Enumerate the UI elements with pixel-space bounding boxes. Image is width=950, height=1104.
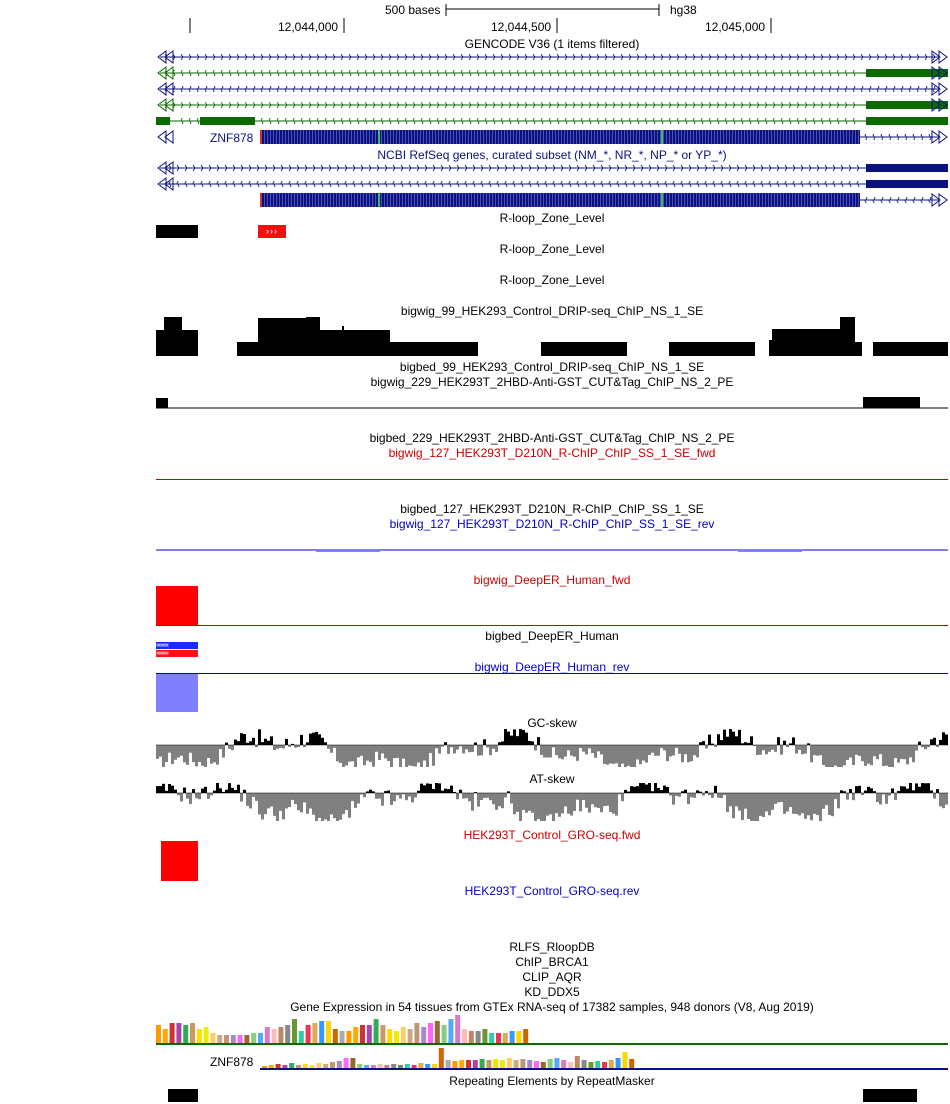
deeper-fwd-baseline[interactable]: [156, 625, 948, 626]
ruler-tick-2: 12,044,500: [491, 20, 552, 34]
gro-fwd-peak[interactable]: [161, 841, 198, 881]
scale-bar-label: 500 bases: [385, 3, 441, 17]
ruler-tick-3: 12,045,000: [705, 20, 766, 34]
gc-skew-signal[interactable]: [0, 0, 950, 780]
drip-bigwig-signal[interactable]: [0, 0, 950, 360]
track-title-rloop-zone-2[interactable]: R-loop_Zone_Level: [499, 242, 605, 256]
track-title-rlfs[interactable]: RLFS_RloopDB: [509, 940, 595, 954]
track-title-rloop-zone-1[interactable]: R-loop_Zone_Level: [499, 211, 605, 225]
gtex-expression-bars[interactable]: [0, 0, 950, 1080]
track-title-rchip-bigbed[interactable]: bigbed_127_HEK293T_D210N_R-ChIP_ChIP_SS_…: [400, 502, 704, 516]
deeper-bigbed-fwd-block[interactable]: ›››››››››: [156, 650, 198, 657]
ruler-tick-1: 12,044,000: [278, 20, 339, 34]
track-title-gro-fwd[interactable]: HEK293T_Control_GRO-seq.fwd: [463, 828, 641, 842]
track-title-gencode[interactable]: GENCODE V36 (1 items filtered): [464, 37, 640, 51]
track-title-refseq[interactable]: NCBI RefSeq genes, curated subset (NM_*,…: [377, 148, 727, 162]
gencode-transcripts[interactable]: [0, 0, 950, 207]
gene-label-znf878[interactable]: ZNF878: [210, 131, 254, 145]
track-title-gtex[interactable]: Gene Expression in 54 tissues from GTEx …: [290, 1000, 814, 1014]
track-title-rchip-rev[interactable]: bigwig_127_HEK293T_D210N_R-ChIP_ChIP_SS_…: [389, 517, 715, 531]
at-skew-signal[interactable]: [0, 0, 950, 830]
track-title-drip-bigbed[interactable]: bigbed_99_HEK293_Control_DRIP-seq_ChIP_N…: [399, 360, 705, 374]
track-title-gro-rev[interactable]: HEK293T_Control_GRO-seq.rev: [464, 884, 640, 898]
track-title-drip-bigwig[interactable]: bigwig_99_HEK293_Control_DRIP-seq_ChIP_N…: [400, 304, 704, 318]
assembly-label: hg38: [670, 3, 697, 17]
deeper-rev-baseline[interactable]: [156, 673, 948, 674]
rchip-fwd-baseline[interactable]: [156, 479, 948, 480]
repeat-element-1[interactable]: [168, 1089, 198, 1102]
track-title-deeper-bigbed[interactable]: bigbed_DeepER_Human: [485, 629, 619, 643]
deeper-fwd-peak[interactable]: [156, 586, 198, 625]
rloop-zone-fwd-block[interactable]: ›››: [258, 225, 286, 238]
track-title-deeper-rev[interactable]: bigwig_DeepER_Human_rev: [474, 660, 630, 674]
track-title-repeatmasker[interactable]: Repeating Elements by RepeatMasker: [449, 1074, 655, 1088]
track-title-rchip-fwd[interactable]: bigwig_127_HEK293T_D210N_R-ChIP_ChIP_SS_…: [388, 446, 716, 460]
repeat-element-2[interactable]: [863, 1089, 917, 1102]
rchip-rev-signal[interactable]: [0, 0, 950, 560]
gtex-gene-label[interactable]: ZNF878: [210, 1055, 254, 1069]
track-title-gc-skew[interactable]: GC-skew: [527, 716, 577, 730]
cuttag-bigwig-signal[interactable]: [0, 0, 950, 420]
ruler-graphics: [189, 4, 772, 33]
deeper-bigbed-rev-block[interactable]: ‹‹‹‹‹‹‹‹‹: [156, 642, 198, 649]
track-title-at-skew[interactable]: AT-skew: [529, 772, 575, 786]
rloop-zone-block[interactable]: [156, 225, 198, 238]
track-title-chip-brca1[interactable]: ChIP_BRCA1: [515, 955, 589, 969]
track-title-cuttag-bigwig[interactable]: bigwig_229_HEK293T_2HBD-Anti-GST_CUT&Tag…: [370, 375, 734, 389]
track-title-deeper-fwd[interactable]: bigwig_DeepER_Human_fwd: [473, 573, 631, 587]
refseq-transcripts[interactable]: [0, 0, 950, 220]
track-title-kd-ddx5[interactable]: KD_DDX5: [524, 985, 580, 999]
track-title-cuttag-bigbed[interactable]: bigbed_229_HEK293T_2HBD-Anti-GST_CUT&Tag…: [369, 431, 735, 445]
deeper-rev-peak[interactable]: [156, 674, 198, 712]
track-title-rloop-zone-3[interactable]: R-loop_Zone_Level: [499, 273, 605, 287]
track-title-clip-aqr[interactable]: CLIP_AQR: [522, 970, 582, 984]
